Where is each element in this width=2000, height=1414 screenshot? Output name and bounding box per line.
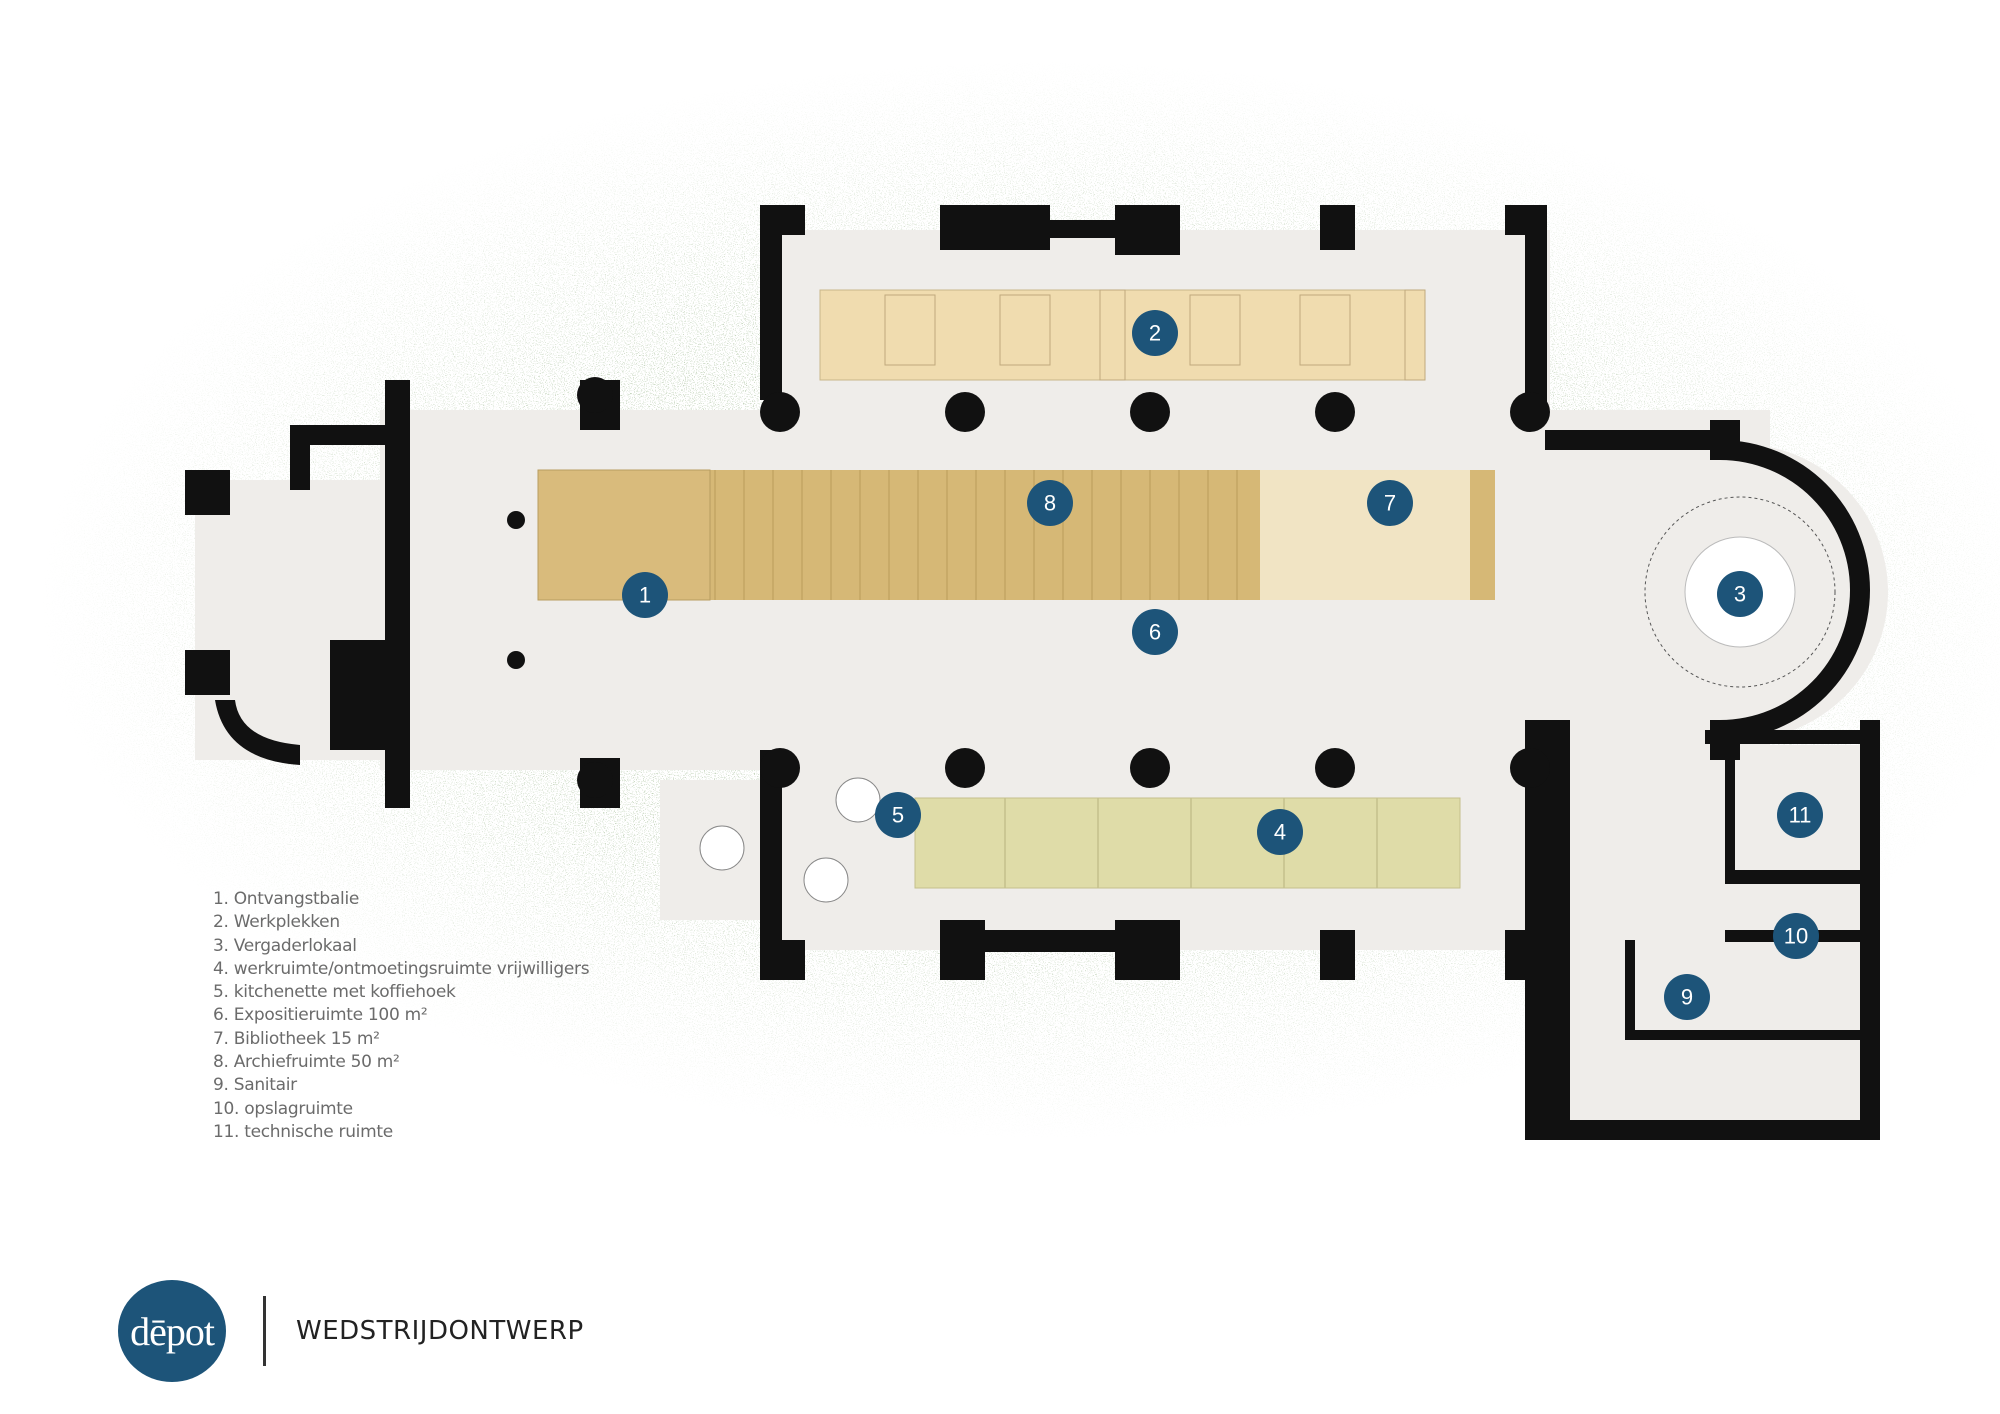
room-marker-2: 2 xyxy=(1132,310,1178,356)
room-marker-label: 5 xyxy=(892,803,904,828)
room-marker-circle xyxy=(1132,609,1178,655)
room-marker-circle xyxy=(622,572,668,618)
legend-item: 11. technische ruimte xyxy=(213,1121,393,1142)
room-marker-circle xyxy=(1777,792,1823,838)
legend-item: 3. Vergaderlokaal xyxy=(213,935,357,956)
room-marker-label: 3 xyxy=(1734,582,1746,607)
columns xyxy=(507,377,1550,798)
legend-item: 5. kitchenette met koffiehoek xyxy=(213,982,456,1003)
legend-item: 2. Werkplekken xyxy=(213,912,340,933)
logo-text: dēpot xyxy=(130,1308,215,1354)
room-marker-4: 4 xyxy=(1257,809,1303,855)
room-marker-7: 7 xyxy=(1367,480,1413,526)
legend-item: 4. werkruimte/ontmoetingsruimte vrijwill… xyxy=(213,958,590,979)
room-marker-label: 11 xyxy=(1789,803,1812,828)
room-marker-circle xyxy=(1027,480,1073,526)
room-marker-5: 5 xyxy=(875,792,921,838)
room-marker-label: 9 xyxy=(1681,985,1693,1010)
legend-item: 1. Ontvangstbalie xyxy=(213,889,360,909)
room-marker-circle xyxy=(1717,571,1763,617)
legend-item: 7. Bibliotheek 15 m² xyxy=(213,1028,380,1049)
room-marker-label: 2 xyxy=(1149,321,1161,346)
footer-title: WEDSTRIJDONTWERP xyxy=(296,1316,584,1346)
room-marker-label: 1 xyxy=(639,583,651,608)
room-marker-label: 7 xyxy=(1384,491,1396,516)
room-marker-circle xyxy=(1773,913,1819,959)
kitchenette-tables xyxy=(699,777,881,903)
room-marker-circle xyxy=(1257,809,1303,855)
workplaces-area xyxy=(819,289,1426,381)
room-marker-label: 8 xyxy=(1044,491,1056,516)
room-marker-circle xyxy=(1367,480,1413,526)
room-marker-label: 6 xyxy=(1149,620,1161,645)
room-marker-8: 8 xyxy=(1027,480,1073,526)
walls xyxy=(185,205,1880,1140)
room-marker-3: 3 xyxy=(1717,571,1763,617)
room-marker-label: 10 xyxy=(1784,924,1808,949)
room-markers: 1 2 3 4 5 6 7 8 9 10 11 xyxy=(622,310,1823,1020)
room-marker-6: 6 xyxy=(1132,609,1178,655)
room-marker-label: 4 xyxy=(1274,820,1286,845)
footer: dēpot WEDSTRIJDONTWERP xyxy=(118,1280,584,1382)
room-marker-circle xyxy=(875,792,921,838)
room-marker-10: 10 xyxy=(1773,913,1819,959)
room-marker-circle xyxy=(1132,310,1178,356)
legend-item: 9. Sanitair xyxy=(213,1075,297,1096)
depot-logo: dēpot xyxy=(118,1280,226,1382)
room-marker-1: 1 xyxy=(622,572,668,618)
legend-item: 10. opslagruimte xyxy=(213,1098,353,1119)
room-marker-11: 11 xyxy=(1777,792,1823,838)
footer-divider xyxy=(263,1296,266,1366)
legend-item: 8. Archiefruimte 50 m² xyxy=(213,1052,400,1073)
volunteers-area xyxy=(914,797,1461,889)
room-marker-circle xyxy=(1664,974,1710,1020)
legend-item: 6. Expositieruimte 100 m² xyxy=(213,1005,428,1026)
room-marker-9: 9 xyxy=(1664,974,1710,1020)
